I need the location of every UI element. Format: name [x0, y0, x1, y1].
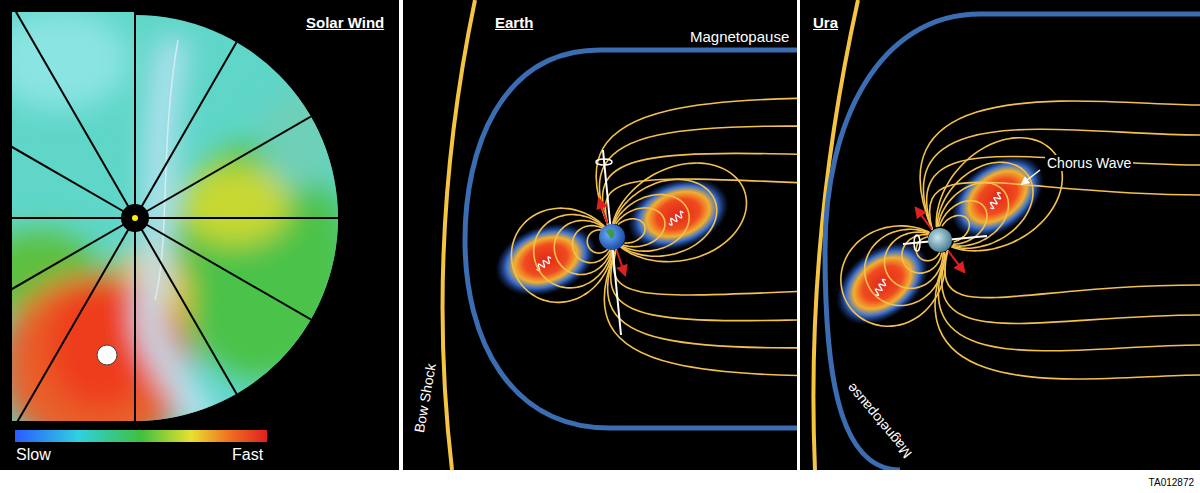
spoke	[135, 218, 265, 421]
sun-disc	[121, 204, 149, 232]
radiation-belts	[821, 138, 1060, 342]
spoke	[135, 12, 265, 218]
field-line	[599, 126, 797, 225]
field-line	[923, 129, 1200, 229]
scale-label: Fast	[230, 446, 265, 464]
field-line	[938, 250, 1200, 350]
panel-separator	[797, 0, 800, 470]
chorus-wave-symbol	[669, 211, 684, 225]
earth-magnetosphere	[443, 0, 797, 470]
field-lines	[841, 101, 1200, 379]
field-line	[936, 138, 1062, 251]
panel-ground	[403, 0, 797, 470]
panel-title: Solar Wind	[304, 14, 386, 31]
magnetopause	[825, 14, 1200, 470]
illustration-part	[12, 12, 400, 421]
field-line	[930, 182, 1200, 229]
spoke	[134, 12, 136, 218]
magnetic-axis	[599, 199, 607, 224]
spoke	[12, 88, 135, 218]
field-line	[534, 215, 612, 288]
figure-id: TA012872	[1147, 477, 1196, 489]
boundary-label: Magnetopause	[688, 28, 791, 45]
chorus-wave-symbol	[990, 193, 1001, 209]
leader-line	[1022, 170, 1040, 184]
spoke	[12, 218, 135, 421]
field-lines	[511, 98, 797, 376]
earth-planet	[599, 224, 625, 250]
magnetopause	[465, 50, 797, 428]
current-sheet	[155, 40, 178, 300]
solar-wind-map	[12, 12, 400, 421]
panel-ground	[800, 0, 1200, 470]
spoke	[134, 218, 136, 421]
spoke	[135, 218, 360, 348]
spoke	[12, 217, 135, 219]
spin-arrow	[914, 235, 920, 251]
field-line	[920, 101, 1200, 230]
field-line	[604, 249, 797, 376]
field-line	[602, 153, 797, 224]
spoke	[135, 217, 395, 219]
planet-dot	[97, 345, 117, 365]
spoke	[135, 88, 360, 218]
field-line	[605, 179, 797, 225]
speed-field	[12, 12, 350, 421]
radiation-belt	[936, 138, 1060, 255]
field-line	[596, 98, 797, 225]
field-line	[945, 250, 1200, 297]
magnetic-axis	[617, 250, 625, 275]
uranus-planet	[928, 228, 952, 252]
callout-label: Chorus Wave	[1045, 155, 1133, 171]
scale-label: Slow	[14, 446, 53, 464]
spokes	[12, 12, 395, 421]
field-line	[607, 249, 797, 348]
spoke	[12, 12, 135, 218]
field-line	[942, 250, 1200, 323]
panel-title: Earth	[493, 14, 535, 31]
field-line	[613, 163, 747, 262]
field-line	[613, 179, 716, 256]
continent	[606, 229, 615, 239]
field-line	[935, 250, 1200, 379]
magnetic-axis	[948, 251, 964, 272]
spin-arrow	[596, 159, 612, 165]
illustration-part	[12, 12, 130, 110]
field-line	[614, 249, 797, 295]
panel-title: Ura	[811, 14, 840, 31]
boundary-label: Bow Shock	[411, 360, 440, 436]
field-line	[511, 208, 612, 302]
speed-scale-bar	[15, 430, 267, 442]
spoke	[12, 218, 135, 348]
sun-dot	[132, 215, 138, 221]
field-line	[611, 249, 797, 320]
panel-separator	[399, 0, 403, 470]
chorus-wave-symbol	[875, 279, 886, 295]
uranus-magnetosphere	[813, 0, 1200, 470]
bow-shock	[443, 0, 475, 470]
magnetic-axis	[916, 208, 932, 229]
boundary-label: Magnetopause	[842, 379, 916, 463]
